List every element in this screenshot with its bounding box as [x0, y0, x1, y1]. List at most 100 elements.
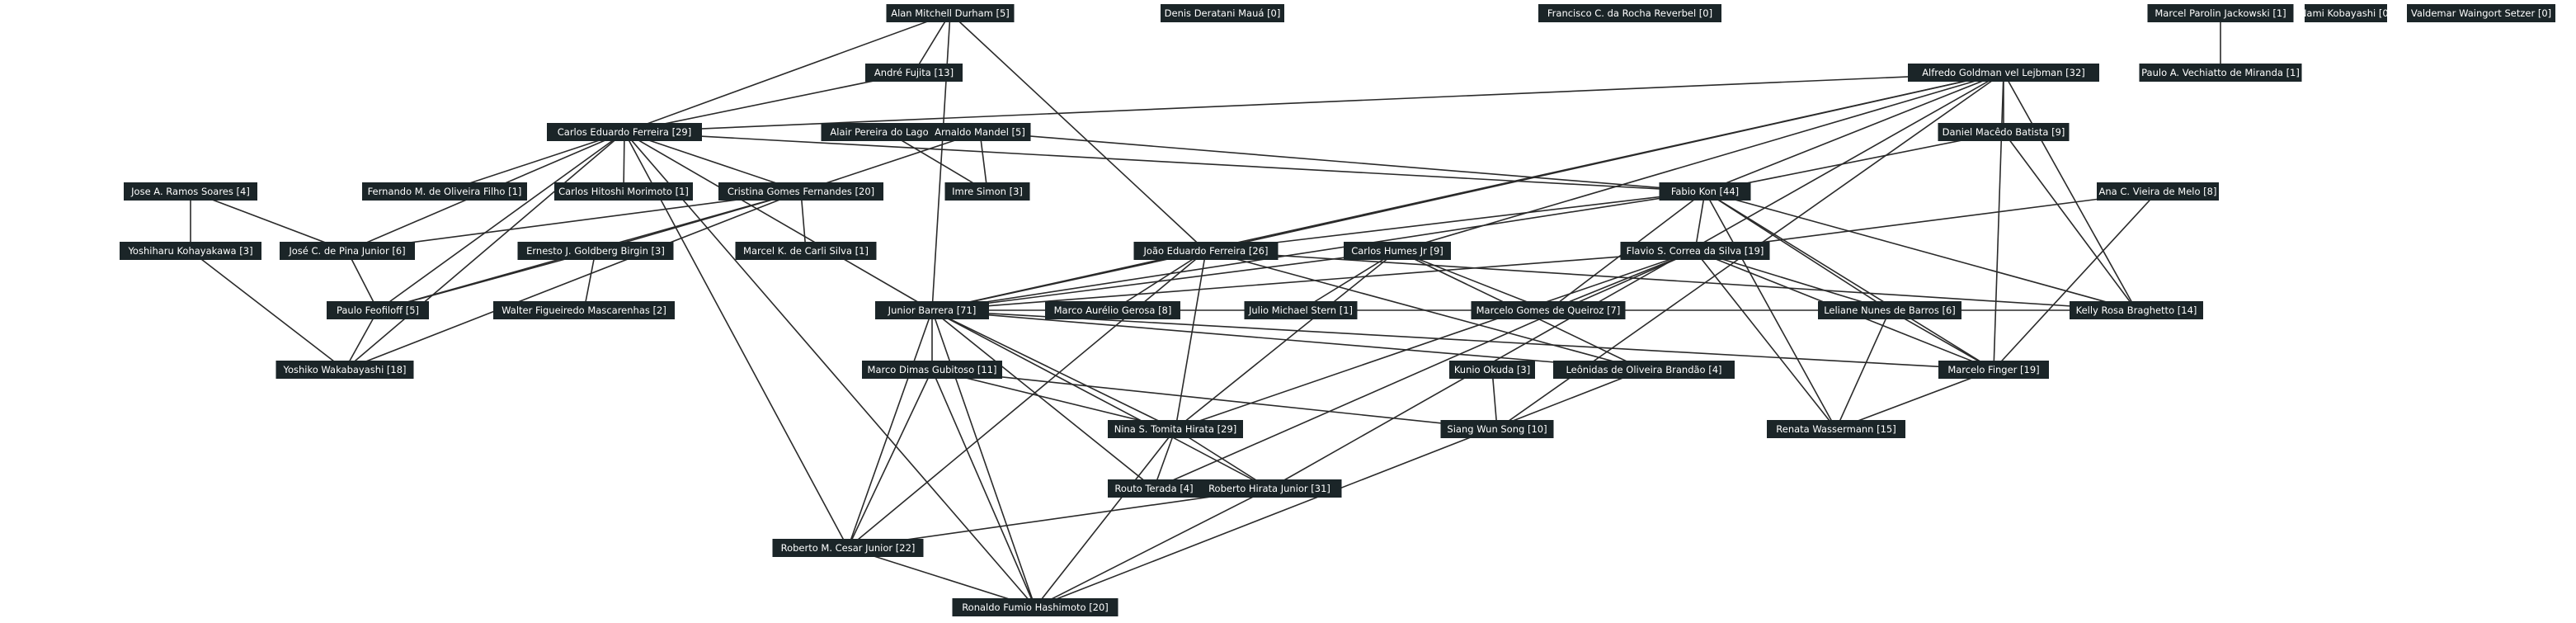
- node-carlosh[interactable]: Carlos Hitoshi Morimoto [1]: [554, 182, 693, 201]
- node-walter[interactable]: Walter Figueiredo Mascarenhas [2]: [493, 301, 675, 319]
- node-marcelofi[interactable]: Marcelo Finger [19]: [1938, 361, 2049, 379]
- edge-alfredo-carlosf: [624, 72, 2004, 133]
- node-yoshiharu[interactable]: Yoshiharu Kohayakawa [3]: [120, 242, 261, 260]
- node-leonidas[interactable]: Leônidas de Oliveira Brandão [4]: [1553, 361, 1735, 379]
- node-box: [1133, 242, 1279, 260]
- node-label: Walter Figueiredo Mascarenhas [2]: [502, 304, 666, 316]
- edge-alfredo-kelly: [2003, 72, 2137, 311]
- node-fabio[interactable]: Fabio Kon [44]: [1659, 182, 1751, 201]
- node-box: [327, 301, 429, 319]
- node-label: Marcel K. de Carli Silva [1]: [743, 245, 869, 257]
- node-ernesto[interactable]: Ernesto J. Goldberg Birgin [3]: [517, 242, 674, 260]
- edge-jose-josec: [190, 191, 348, 252]
- edge-junior-leonidas: [931, 309, 1645, 370]
- edge-flavio-leliane: [1694, 250, 1891, 311]
- edge-alair-imre: [887, 131, 988, 192]
- node-alair[interactable]: Alair Pereira do Lago [1]: [821, 123, 954, 141]
- node-routo[interactable]: Routo Terada [4]: [1108, 479, 1200, 498]
- node-daniel[interactable]: Daniel Macêdo Batista [9]: [1938, 123, 2070, 141]
- node-yoshiko[interactable]: Yoshiko Wakabayashi [18]: [275, 361, 414, 379]
- edge-alan-joao: [949, 12, 1207, 252]
- edge-carlosf-cristina: [624, 131, 802, 192]
- edge-joao-kelly: [1205, 250, 2137, 311]
- node-marcoa[interactable]: Marco Aurélio Gerosa [8]: [1045, 301, 1180, 319]
- node-robertom[interactable]: Roberto M. Cesar Junior [22]: [772, 539, 924, 557]
- node-marcod[interactable]: Marco Dimas Gubitoso [11]: [862, 361, 1002, 379]
- node-box: [554, 182, 693, 201]
- node-flavio[interactable]: Flavio S. Correa da Silva [19]: [1620, 242, 1770, 260]
- node-julio[interactable]: Julio Michael Stern [1]: [1244, 301, 1358, 319]
- node-josec[interactable]: José C. de Pina Junior [6]: [280, 242, 415, 260]
- node-renata[interactable]: Renata Wassermann [15]: [1767, 420, 1905, 438]
- node-box: [1108, 420, 1243, 438]
- node-paulof[interactable]: Paulo Feofiloff [5]: [327, 301, 429, 319]
- node-carlosj[interactable]: Carlos Humes Jr [9]: [1344, 242, 1451, 260]
- node-label: Ronaldo Fumio Hashimoto [20]: [962, 602, 1109, 613]
- edge-roberto-robertom: [847, 488, 1270, 549]
- graph-nodes: Alan Mitchell Durham [5] Denis Deratani M…: [120, 4, 2555, 616]
- edge-nina-roberto: [1175, 428, 1270, 489]
- node-francisco[interactable]: Francisco C. da Rocha Reverbel [0]: [1538, 4, 1721, 22]
- node-siang[interactable]: Siang Wun Song [10]: [1440, 420, 1554, 438]
- node-jose[interactable]: Jose A. Ramos Soares [4]: [124, 182, 257, 201]
- node-alan[interactable]: Alan Mitchell Durham [5]: [886, 4, 1015, 22]
- node-box: [821, 123, 954, 141]
- edge-cristina-josec: [346, 191, 802, 252]
- node-junior[interactable]: Junior Barrera [71]: [875, 301, 989, 319]
- node-valdemar[interactable]: Valdemar Waingort Setzer [0]: [2407, 4, 2555, 22]
- node-label: Denis Deratani Mauá [0]: [1165, 7, 1281, 19]
- node-label: Kunio Okuda [3]: [1454, 364, 1530, 375]
- node-label: Alfredo Goldman vel Lejbman [32]: [1922, 67, 2085, 78]
- node-roberto[interactable]: Roberto Hirata Junior [31]: [1197, 479, 1342, 498]
- node-box: [862, 361, 1002, 379]
- node-label: Yoshiko Wakabayashi [18]: [282, 364, 406, 375]
- node-label: Jose A. Ramos Soares [4]: [130, 186, 250, 197]
- node-box: [2407, 4, 2555, 22]
- node-box: [718, 182, 883, 201]
- node-label: Carlos Eduardo Ferreira [29]: [558, 126, 691, 138]
- edge-daniel-fabio: [1704, 131, 2004, 192]
- edge-fabio-flavio: [1694, 191, 1706, 252]
- node-marcelk[interactable]: Marcel K. de Carli Silva [1]: [735, 242, 877, 260]
- node-label: André Fujita [13]: [874, 67, 954, 78]
- node-label: José C. de Pina Junior [6]: [288, 245, 405, 257]
- node-imre[interactable]: Imre Simon [3]: [944, 182, 1030, 201]
- node-marceloq[interactable]: Marcelo Gomes de Queiroz [7]: [1471, 301, 1626, 319]
- node-label: Imre Simon [3]: [952, 186, 1023, 197]
- node-alfredo[interactable]: Alfredo Goldman vel Lejbman [32]: [1908, 64, 2099, 82]
- edge-flavio-marceloq: [1547, 250, 1696, 311]
- node-box: [1440, 420, 1554, 438]
- edge-ernesto-walter: [583, 250, 596, 311]
- node-ana[interactable]: Ana C. Vieira de Melo [8]: [2097, 182, 2219, 201]
- node-paulov[interactable]: Paulo A. Vechiatto de Miranda [1]: [2139, 64, 2302, 82]
- node-joao[interactable]: João Eduardo Ferreira [26]: [1133, 242, 1279, 260]
- edge-marcod-siang: [931, 369, 1498, 430]
- node-leliane[interactable]: Leliane Nunes de Barros [6]: [1818, 301, 1961, 319]
- node-nina[interactable]: Nina S. Tomita Hirata [29]: [1108, 420, 1243, 438]
- node-box: [362, 182, 527, 201]
- edge-carlosf-ronaldo: [624, 131, 1036, 608]
- node-kunio[interactable]: Kunio Okuda [3]: [1449, 361, 1535, 379]
- node-andre[interactable]: André Fujita [13]: [865, 64, 963, 82]
- node-label: Marco Aurélio Gerosa [8]: [1054, 304, 1172, 316]
- node-arnaldo[interactable]: Arnaldo Mandel [5]: [929, 123, 1031, 141]
- edge-carlosf-fabio: [624, 131, 1706, 192]
- node-fernando[interactable]: Fernando M. de Oliveira Filho [1]: [362, 182, 527, 201]
- node-box: [2305, 4, 2387, 22]
- node-box: [1938, 123, 2070, 141]
- node-kelly[interactable]: Kelly Rosa Braghetto [14]: [2070, 301, 2203, 319]
- edge-flavio-routo: [1153, 250, 1696, 489]
- edge-daniel-kelly: [2003, 131, 2137, 311]
- node-denis[interactable]: Denis Deratani Mauá [0]: [1161, 4, 1284, 22]
- node-nami[interactable]: Nami Kobayashi [0]: [2300, 4, 2392, 22]
- node-carlosf[interactable]: Carlos Eduardo Ferreira [29]: [547, 123, 702, 141]
- edge-junior-marcelofi: [931, 309, 1994, 370]
- edge-andre-carlosf: [624, 72, 915, 133]
- node-marcelop[interactable]: Marcel Parolin Jackowski [1]: [2147, 4, 2294, 22]
- edge-carlosj-junior: [931, 250, 1398, 311]
- node-label: Marcel Parolin Jackowski [1]: [2155, 7, 2286, 19]
- node-cristina[interactable]: Cristina Gomes Fernandes [20]: [718, 182, 883, 201]
- node-label: Kelly Rosa Braghetto [14]: [2076, 304, 2197, 316]
- node-ronaldo[interactable]: Ronaldo Fumio Hashimoto [20]: [952, 598, 1118, 616]
